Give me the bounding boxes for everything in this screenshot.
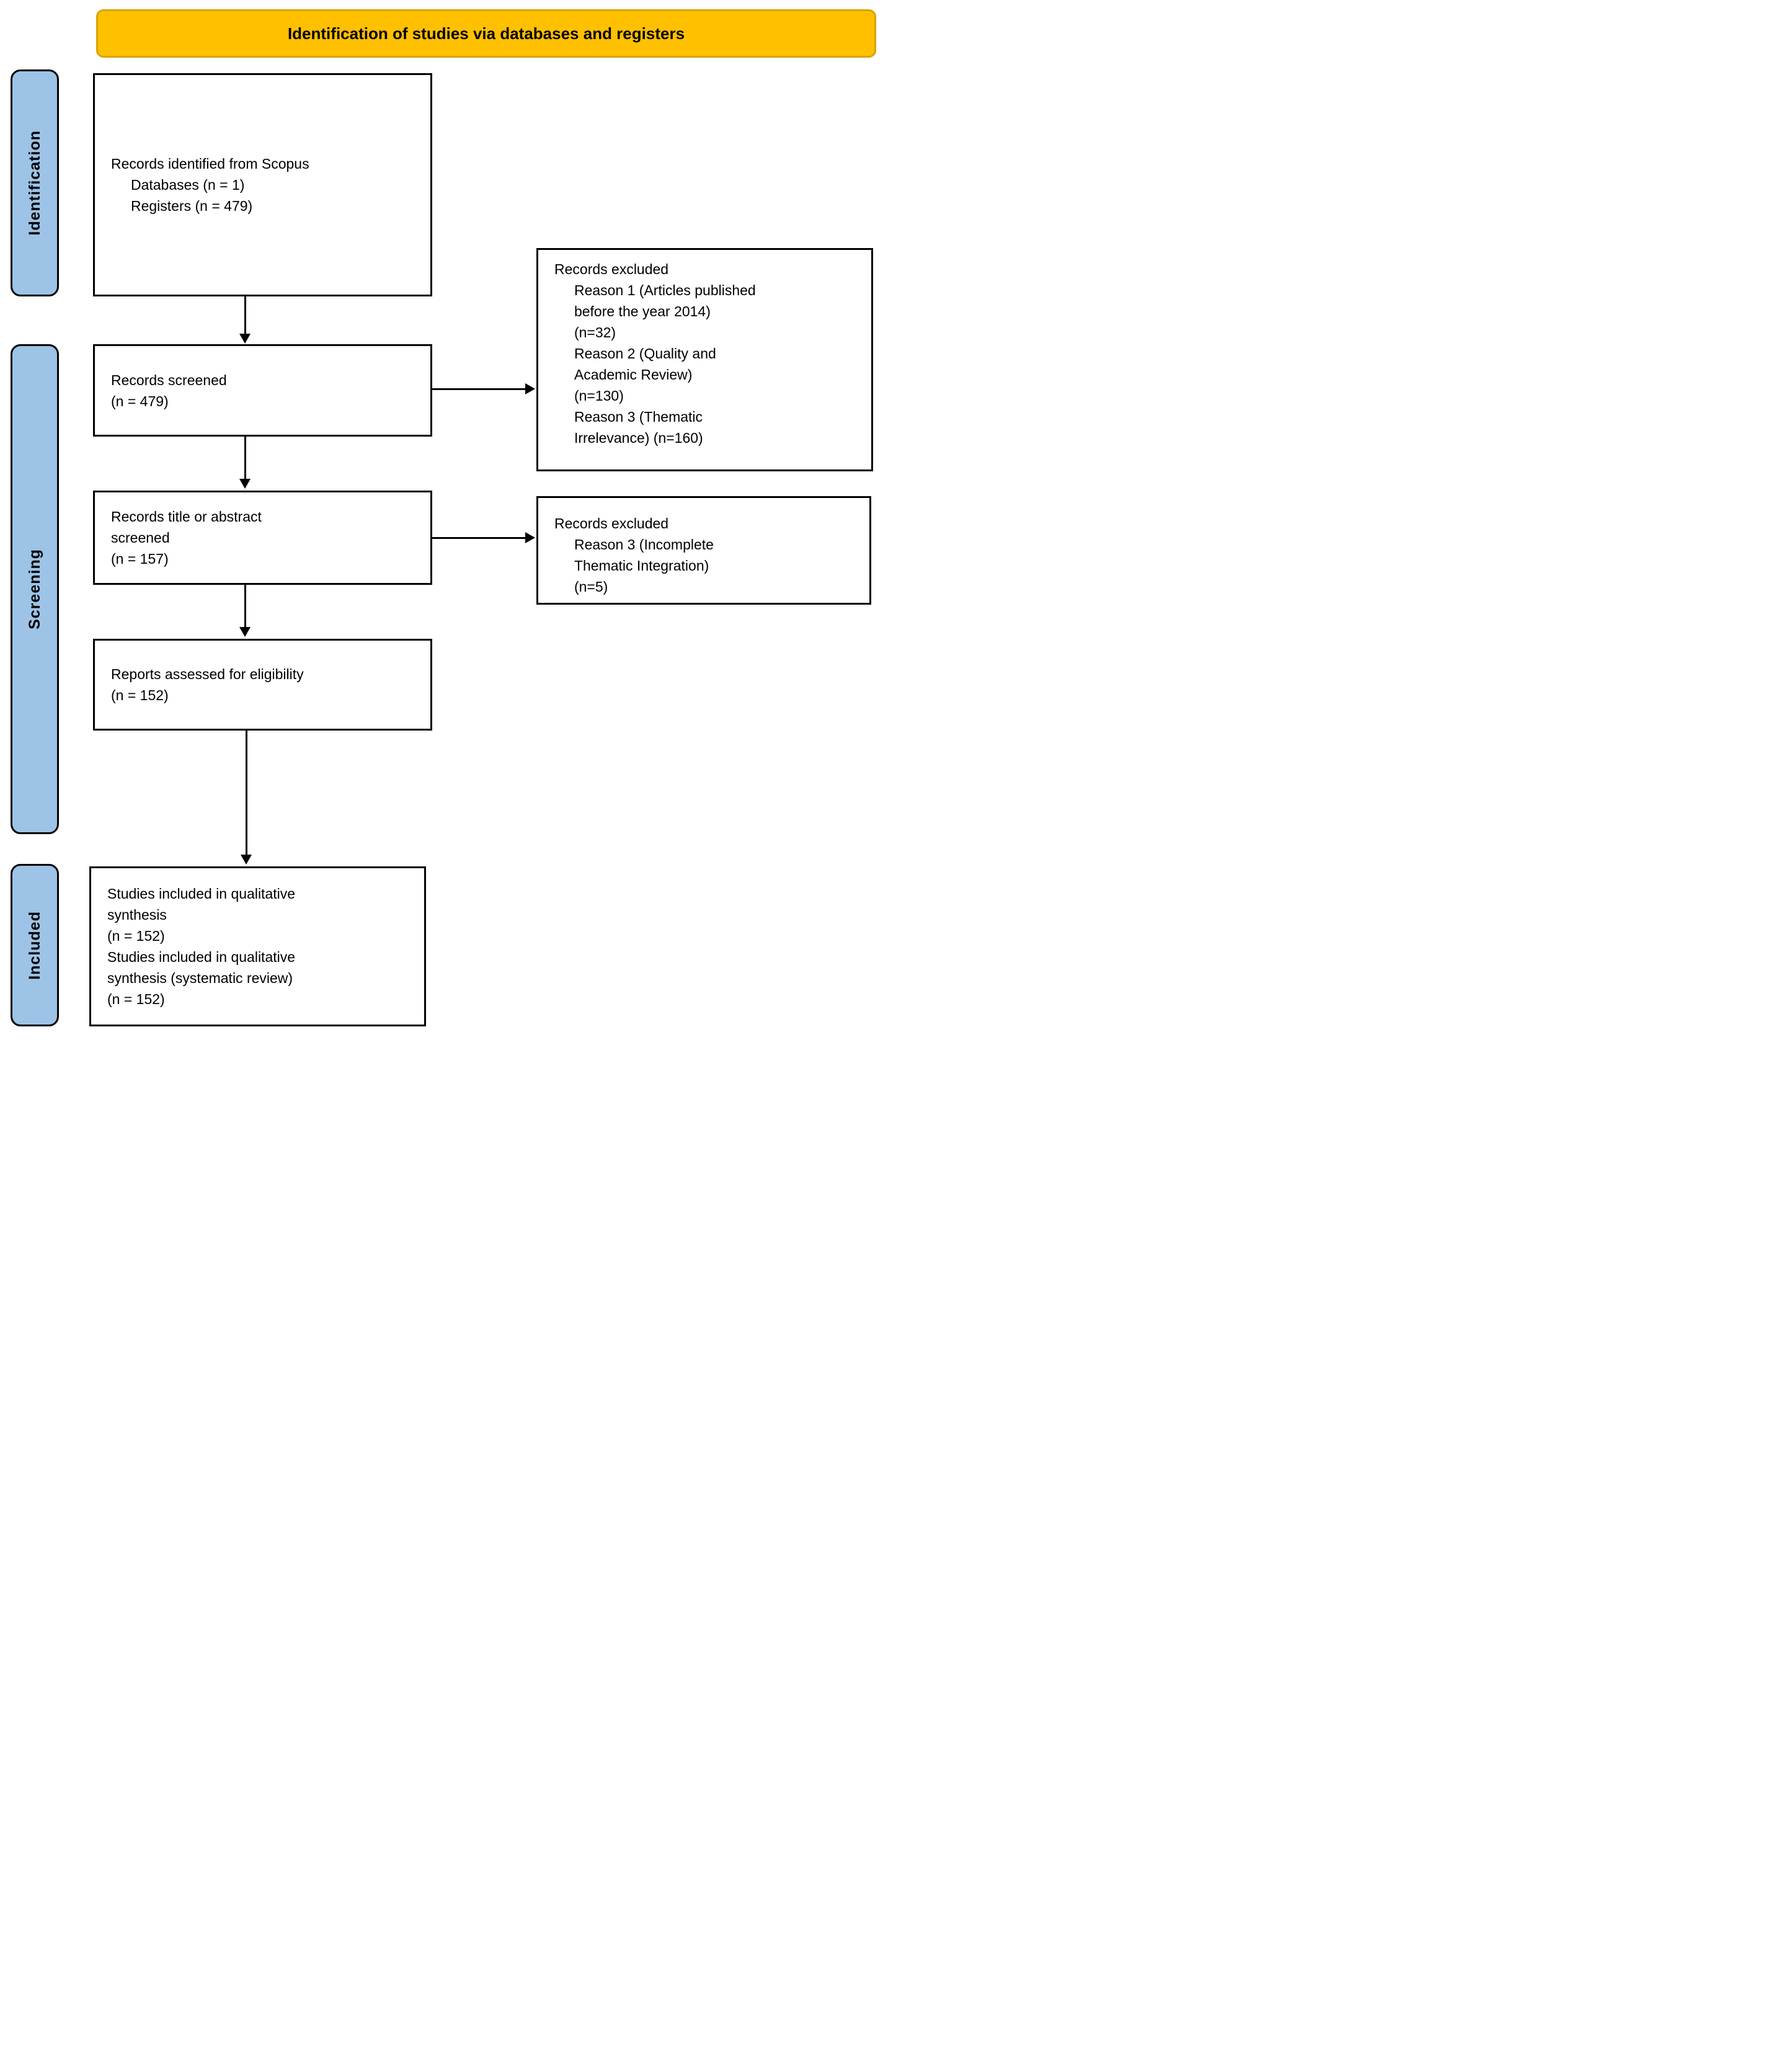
stage-included: Included [11,864,59,1026]
arrow-title-abstract-to-excluded-2-head-icon [525,532,535,543]
arrow-screened-to-title-abstract-line [244,437,246,480]
box-records-identified-text: Records identified from Scopus Databases… [111,156,309,214]
box-title-abstract-screened-text: Records title or abstract screened (n = … [111,509,262,567]
banner-title: Identification of studies via databases … [287,24,685,43]
stage-included-label: Included [25,910,43,980]
arrow-reports-to-included-line [246,731,247,856]
arrow-reports-to-included-head-icon [241,855,252,865]
box-records-screened-text: Records screened (n = 479) [111,371,227,409]
box-studies-included-text: Studies included in qualitative synthesi… [107,886,296,1007]
stage-identification-label: Identification [25,130,43,236]
stage-screening-label: Screening [25,549,43,629]
box-title-abstract-screened: Records title or abstract screened (n = … [93,491,432,585]
box-records-excluded-1-text: Records excluded Reason 1 (Articles publ… [554,261,756,446]
box-records-excluded-1: Records excluded Reason 1 (Articles publ… [536,248,873,471]
prisma-flow-diagram: Identification of studies via databases … [0,0,886,1036]
arrow-title-abstract-to-reports-head-icon [239,627,251,637]
stage-screening: Screening [11,344,59,834]
arrow-screened-to-excluded-1-head-icon [525,383,535,394]
box-records-excluded-2-text: Records excluded Reason 3 (Incomplete Th… [554,515,714,595]
box-records-identified: Records identified from Scopus Databases… [93,73,432,296]
arrow-screened-to-excluded-1-line [432,388,526,390]
banner: Identification of studies via databases … [96,9,876,58]
box-reports-assessed-text: Reports assessed for eligibility (n = 15… [111,666,304,703]
arrow-title-abstract-to-excluded-2-line [432,537,526,539]
stage-identification: Identification [11,69,59,296]
box-records-screened: Records screened (n = 479) [93,344,432,437]
arrow-identified-to-screened-head-icon [239,334,251,344]
arrow-title-abstract-to-reports-line [244,585,246,628]
arrow-identified-to-screened-line [244,296,246,335]
arrow-screened-to-title-abstract-head-icon [239,479,251,489]
box-reports-assessed: Reports assessed for eligibility (n = 15… [93,639,432,731]
box-studies-included: Studies included in qualitative synthesi… [89,866,426,1026]
box-records-excluded-2: Records excluded Reason 3 (Incomplete Th… [536,496,871,605]
